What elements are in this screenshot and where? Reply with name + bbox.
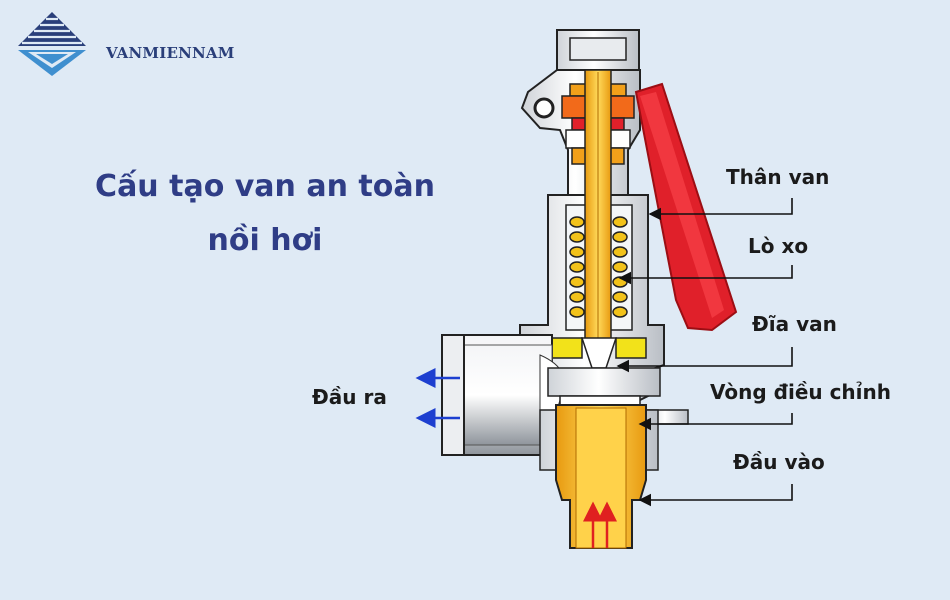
leader-spring xyxy=(618,265,793,285)
inlet-port xyxy=(555,404,647,549)
valve-disc xyxy=(551,337,647,369)
spring-coil xyxy=(569,291,585,303)
spring-coil xyxy=(569,246,585,258)
label-adjusting-ring: Vòng điều chỉnh xyxy=(710,380,892,404)
spring-coil xyxy=(612,306,628,318)
label-spring: Lò xo xyxy=(748,234,809,258)
spring-coil xyxy=(569,216,585,228)
spring-coil xyxy=(612,231,628,243)
label-body: Thân van xyxy=(726,165,830,189)
spring-coil xyxy=(569,231,585,243)
spring-coil xyxy=(612,246,628,258)
vanmiennam-logo-icon xyxy=(18,12,86,76)
label-inlet: Đầu vào xyxy=(733,450,825,474)
leader-inlet xyxy=(638,484,793,507)
title-line-1: Cấu tạo van an toàn xyxy=(95,169,435,204)
title-line-2: nồi hơi xyxy=(207,223,323,258)
brand-name: VANMIENNAM xyxy=(106,44,235,62)
spring-coil xyxy=(612,291,628,303)
spring-coil xyxy=(569,306,585,318)
label-disc: Đĩa van xyxy=(752,312,837,336)
inlet-flow-arrows xyxy=(583,501,617,548)
spring-coil xyxy=(612,216,628,228)
brand-logo: VANMIENNAM xyxy=(14,10,244,80)
outlet-flow-arrows xyxy=(415,368,460,428)
leader-body xyxy=(648,198,793,221)
page-title: Cấu tạo van an toàn nồi hơi xyxy=(40,160,490,268)
spring-coil xyxy=(569,276,585,288)
spring-coil xyxy=(569,261,585,273)
label-outlet: Đầu ra xyxy=(312,385,387,409)
leader-adjusting-ring xyxy=(638,413,793,431)
spring-coil xyxy=(612,261,628,273)
leader-disc xyxy=(616,347,793,373)
